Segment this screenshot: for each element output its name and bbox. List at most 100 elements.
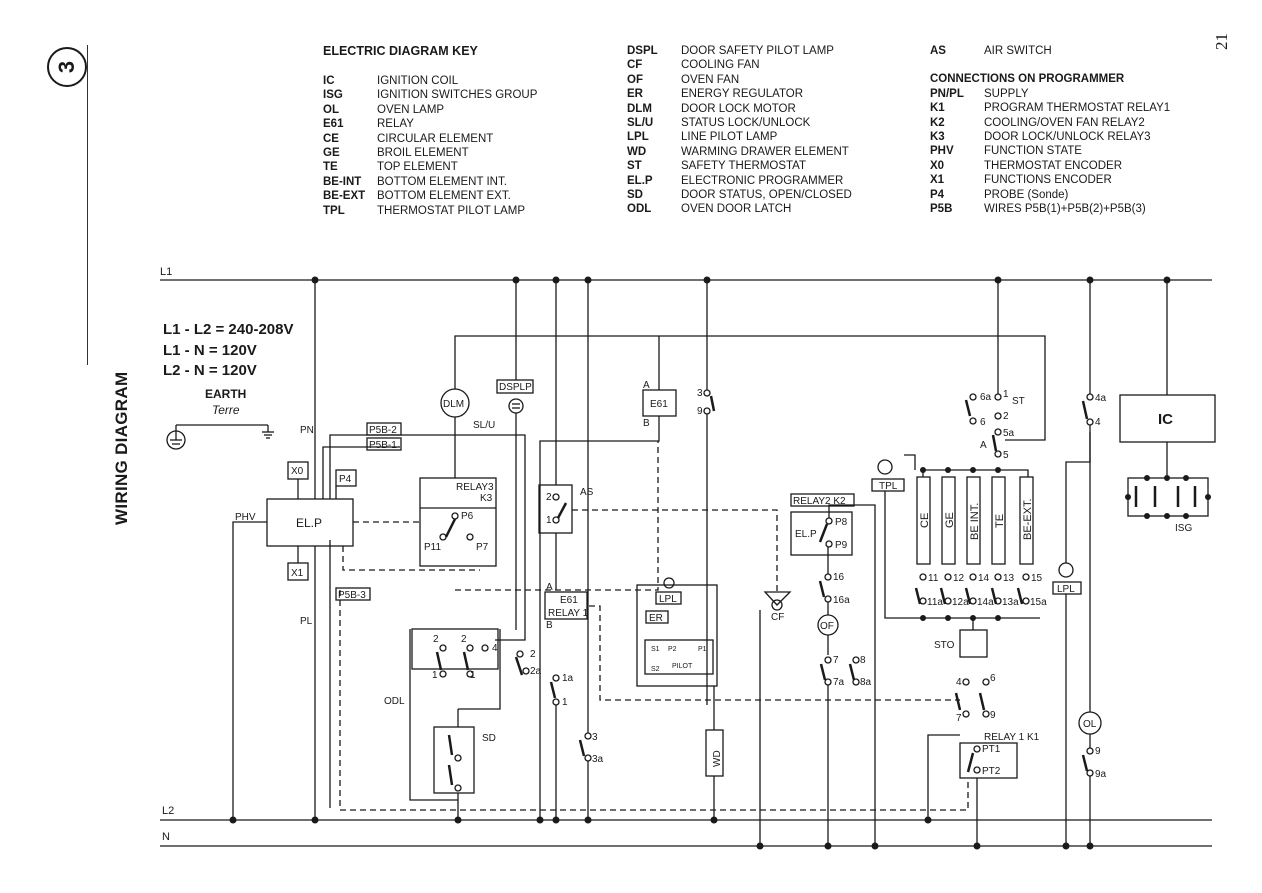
pt1-label: PT1	[982, 744, 1001, 755]
svg-text:8a: 8a	[860, 677, 872, 688]
key-desc: OVEN FAN	[681, 73, 740, 86]
p11-label: P11	[424, 542, 441, 553]
key-desc: LINE PILOT LAMP	[681, 131, 778, 144]
dsplp-lamp-icon	[508, 398, 524, 414]
key-desc: ELECTRONIC PROGRAMMER	[681, 174, 844, 187]
lpl-label: LPL	[1057, 584, 1075, 595]
key-code: ISG	[323, 89, 343, 102]
key-code: GE	[323, 147, 340, 160]
key-code: K2	[930, 116, 945, 129]
air-switch-box	[538, 484, 573, 534]
key-code: ER	[627, 88, 643, 101]
key-desc: COOLING/OVEN FAN RELAY2	[984, 116, 1145, 129]
key-desc: FUNCTIONS ENCODER	[984, 174, 1112, 187]
svg-text:B: B	[643, 418, 650, 429]
key-desc: BOTTOM ELEMENT EXT.	[377, 190, 511, 203]
svg-text:7a: 7a	[833, 677, 845, 688]
svg-text:16: 16	[833, 572, 845, 583]
key-code: WD	[627, 145, 647, 158]
side-divider	[87, 45, 88, 365]
svg-text:LPL: LPL	[659, 594, 677, 605]
relay2-box	[790, 511, 853, 556]
phv-label: PHV	[235, 512, 256, 523]
svg-text:4: 4	[1095, 417, 1101, 428]
relay1-k1-label: RELAY 1 K1	[984, 732, 1040, 743]
junction-dots	[229, 276, 1211, 850]
ce-label: CE	[919, 513, 931, 528]
key-desc: RELAY	[377, 118, 414, 131]
p9-label: P9	[835, 540, 848, 551]
key-desc: OVEN LAMP	[377, 103, 445, 116]
p5b3-label: P5B-3	[338, 590, 366, 601]
svg-text:4: 4	[492, 643, 498, 654]
e61-top-label: E61	[650, 399, 668, 410]
key-desc: ENERGY REGULATOR	[681, 88, 804, 101]
earth-icon	[166, 424, 274, 450]
key-row: WD WARMING DRAWER ELEMENT	[627, 145, 852, 159]
label-l2: L2	[162, 805, 174, 817]
key-row: K2 COOLING/OVEN FAN RELAY2	[930, 116, 1170, 130]
label-l1: L1	[160, 266, 172, 278]
key-title: ELECTRIC DIAGRAM KEY	[323, 44, 478, 58]
lpl-right-lamp-icon	[1058, 562, 1074, 578]
key-desc: CIRCULAR ELEMENT	[377, 132, 494, 145]
svg-text:7: 7	[956, 713, 962, 724]
key-code: BE-EXT	[323, 190, 366, 203]
p7-label: P7	[476, 542, 489, 553]
tpl-label: TPL	[879, 481, 898, 492]
svg-text:S2: S2	[651, 666, 660, 673]
key-desc: COOLING FAN	[681, 59, 760, 72]
key-code: DSPL	[627, 45, 658, 57]
er-block	[636, 584, 718, 687]
sto-box	[959, 629, 988, 658]
key-code: SD	[627, 189, 643, 202]
key-code: ST	[627, 160, 642, 173]
svg-text:12: 12	[953, 573, 965, 584]
relay1-e61-label: RELAY 1	[548, 608, 589, 619]
st-label: ST	[1012, 396, 1025, 407]
p5b1-label: P5B-1	[369, 440, 397, 451]
key-desc: TOP ELEMENT	[377, 161, 458, 174]
key-desc: WARMING DRAWER ELEMENT	[681, 145, 849, 158]
key-row: ER ENERGY REGULATOR	[627, 87, 852, 101]
beext-label: BE-EXT.	[1022, 498, 1034, 540]
key-desc: DOOR LOCK MOTOR	[681, 102, 796, 115]
odl-label: ODL	[384, 696, 405, 707]
svg-text:1a: 1a	[562, 673, 574, 684]
svg-text:16a: 16a	[833, 595, 850, 606]
key-desc: SAFETY THERMOSTAT	[681, 160, 807, 173]
ol-label: OL	[1083, 719, 1097, 730]
relay3-box	[419, 477, 497, 567]
svg-text:1: 1	[546, 515, 552, 526]
svg-text:PILOT: PILOT	[672, 663, 693, 670]
p6-label: P6	[461, 511, 474, 522]
relay1-k1-box	[959, 742, 1018, 779]
p5b2-label: P5B-2	[369, 425, 397, 436]
svg-text:9: 9	[697, 406, 703, 417]
svg-text:3: 3	[592, 732, 598, 743]
svg-text:1: 1	[562, 697, 568, 708]
svg-text:14: 14	[978, 573, 990, 584]
beint-label: BE INT.	[969, 503, 981, 540]
earth-label: EARTH	[205, 387, 246, 401]
key-code: PHV	[930, 145, 954, 158]
key-code: E61	[323, 118, 344, 131]
sd-label: SD	[482, 733, 496, 744]
p8-label: P8	[835, 517, 848, 528]
key-desc: DOOR LOCK/UNLOCK RELAY3	[984, 131, 1151, 144]
svg-text:1: 1	[470, 670, 476, 681]
voltage-3: L2 - N = 120V	[163, 362, 257, 379]
